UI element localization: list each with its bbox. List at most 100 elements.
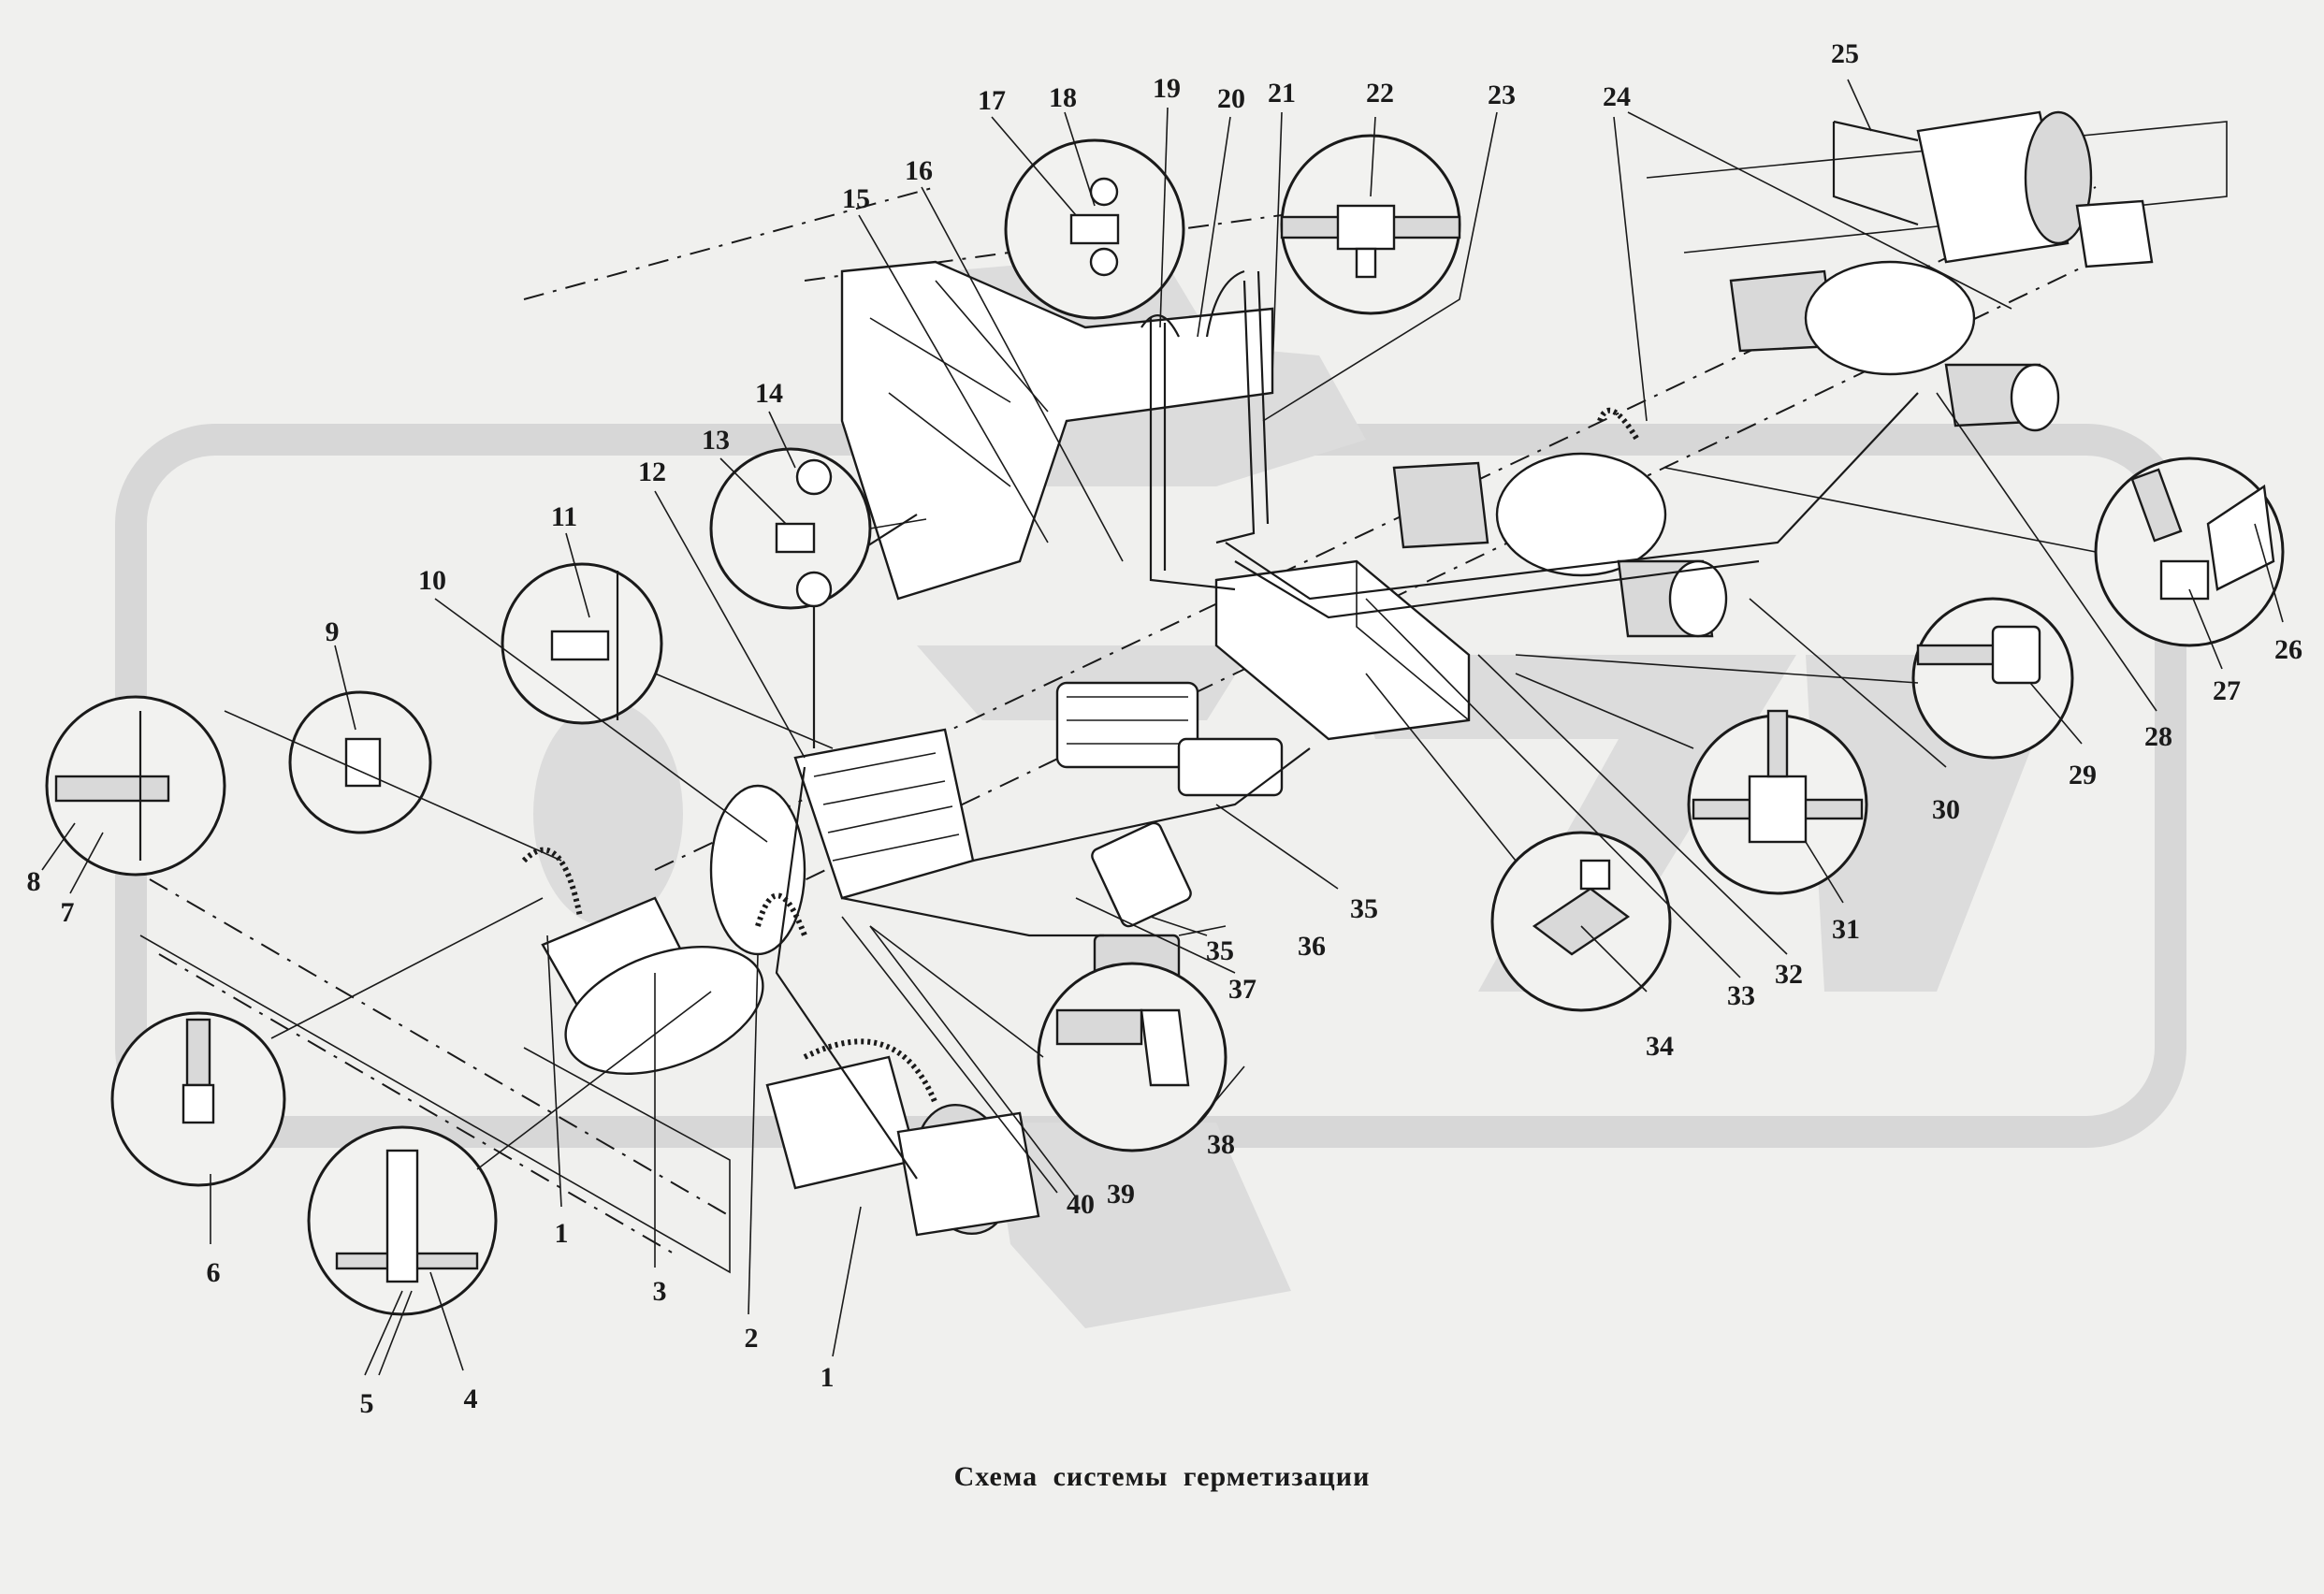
- leader-21: [1271, 111, 1283, 375]
- leader-bubble-29: [1515, 654, 1919, 684]
- leader-29: [2029, 682, 2083, 745]
- leader-bubble-26: [1664, 467, 2097, 553]
- bubble-elbow: [1991, 625, 2041, 685]
- air-receiver: [1832, 110, 2154, 268]
- leader-bubble-38: [869, 925, 1044, 1058]
- callout-29: 29: [2069, 760, 2097, 790]
- callout-26: 26: [2274, 634, 2302, 665]
- leader-1-left: [546, 935, 562, 1208]
- leader-28: [1936, 392, 2157, 712]
- bubble-hose: [2130, 468, 2183, 543]
- callout-40: 40: [1067, 1189, 1095, 1220]
- leader-4: [429, 1271, 464, 1371]
- bubble-tee-branch: [1355, 247, 1377, 279]
- bubble-tee: [385, 1149, 419, 1283]
- callout-14: 14: [755, 378, 783, 409]
- frame-line: [523, 186, 937, 300]
- callout-9: 9: [326, 616, 340, 647]
- leader-10: [434, 598, 768, 843]
- bubble-connector: [550, 630, 610, 661]
- callout-36: 36: [1298, 931, 1326, 962]
- gearbox-ribs: [813, 752, 960, 862]
- leader-40: [841, 916, 1058, 1194]
- callout-2: 2: [745, 1323, 759, 1354]
- callout-1: 1: [555, 1218, 569, 1249]
- leader-34: [1580, 925, 1648, 993]
- bubble-bracket: [2206, 484, 2275, 591]
- middle-axle-differential: [1495, 452, 1667, 577]
- leader-15: [858, 214, 1049, 543]
- callout-32: 32: [1775, 959, 1803, 990]
- callout-10: 10: [418, 565, 446, 596]
- leader-20: [1197, 116, 1231, 338]
- receiver-bracket: [1832, 120, 1919, 226]
- leader-8: [41, 822, 76, 871]
- valve-block: [1091, 821, 1192, 928]
- leader-36: [1178, 925, 1227, 936]
- callout-17: 17: [978, 85, 1006, 116]
- bubble-clip: [795, 458, 833, 496]
- pipe-to-rear: [1225, 392, 1919, 601]
- hose-front-diff: [755, 892, 807, 937]
- bubble-tee: [1748, 775, 1808, 844]
- leader-bubble-13: [869, 518, 927, 529]
- callout-1: 1: [821, 1362, 835, 1393]
- receiver-end: [2024, 110, 2093, 245]
- detail-bubble-4-5: [307, 1125, 498, 1316]
- pipe-to-front-hub: [775, 766, 918, 1180]
- leader-bubble-11: [654, 673, 834, 749]
- leader-35-lower: [1150, 916, 1208, 936]
- pipe-riser-left: [1149, 318, 1236, 591]
- bubble-tee-branch: [1579, 859, 1611, 891]
- detail-bubble-29: [1911, 597, 2074, 760]
- callout-38: 38: [1207, 1129, 1235, 1160]
- callout-15: 15: [842, 183, 870, 214]
- bubble-tee: [1336, 204, 1396, 251]
- detail-bubble-26-27: [2094, 456, 2285, 647]
- leader-25: [1847, 79, 1872, 132]
- watermark-oval: [533, 702, 683, 926]
- leader-35-upper: [1215, 804, 1339, 890]
- callout-23: 23: [1488, 80, 1516, 110]
- frame-line: [804, 214, 1283, 282]
- callout-11: 11: [551, 501, 577, 532]
- callout-8: 8: [27, 866, 41, 897]
- rear-axle-flange: [2010, 363, 2060, 432]
- callout-39: 39: [1107, 1179, 1135, 1210]
- leader-17: [991, 116, 1077, 216]
- leader-24: [1613, 111, 2012, 422]
- callout-33: 33: [1727, 980, 1755, 1011]
- callout-37: 37: [1228, 974, 1256, 1005]
- leader-18: [1064, 111, 1096, 207]
- leader-2: [748, 953, 759, 1315]
- bubble-nut: [1055, 1008, 1143, 1046]
- leader-38: [1197, 1065, 1245, 1123]
- watermark-gear-bottom: [992, 1123, 1291, 1328]
- bubble-fitting: [2159, 559, 2210, 601]
- leader-1-right: [832, 1206, 862, 1357]
- detail-bubble-17-18: [1004, 138, 1185, 320]
- detail-bubble-9: [288, 690, 432, 834]
- leader-23: [1262, 111, 1498, 422]
- frame-rail: [139, 935, 731, 1274]
- bubble-clip: [1089, 247, 1119, 277]
- pipe-to-middle: [1234, 559, 1760, 619]
- pipe-to-box: [972, 747, 1311, 862]
- leader-bubble-6: [270, 897, 544, 1039]
- detail-bubble-34: [1490, 831, 1672, 1012]
- callout-22: 22: [1366, 78, 1394, 109]
- callout-21: 21: [1268, 78, 1296, 109]
- front-hub-shaft: [896, 1111, 1040, 1237]
- box-body: [1214, 559, 1471, 741]
- detail-bubble-22: [1280, 134, 1461, 315]
- leader-30: [1749, 598, 1947, 768]
- gearbox-assembly: [709, 681, 1284, 984]
- callout-12: 12: [638, 456, 666, 487]
- pipe-to-cylinder: [841, 896, 1104, 937]
- bubble-clip: [1089, 177, 1119, 207]
- front-drive: [541, 896, 1040, 1237]
- callout-16: 16: [905, 155, 933, 186]
- callout-34: 34: [1646, 1031, 1674, 1062]
